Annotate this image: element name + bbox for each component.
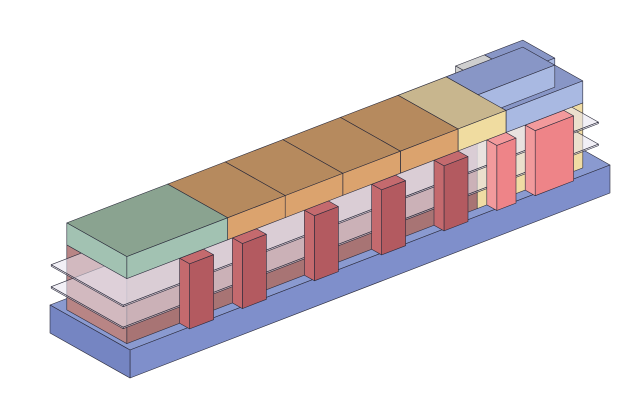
podium-end [49,304,131,379]
bay-7-end [179,257,190,330]
bay-3-front [443,156,469,232]
bay-5-end [304,209,315,282]
bay-7-front [189,254,214,330]
floor-plate-1-end [50,286,124,330]
pink-bay-1-end [524,124,536,196]
bay-3-end [433,160,445,232]
roof-green-end [66,222,128,279]
pink-bay-small-2-front [496,137,517,211]
bay-6-end [232,237,243,309]
bay-6-front [242,234,267,309]
bay-4-end [371,184,382,256]
floor-plate-2-end [50,264,124,308]
bay-4-front [381,180,406,256]
bay-5-front [314,206,339,282]
pink-bay-small-2-end [486,139,498,211]
